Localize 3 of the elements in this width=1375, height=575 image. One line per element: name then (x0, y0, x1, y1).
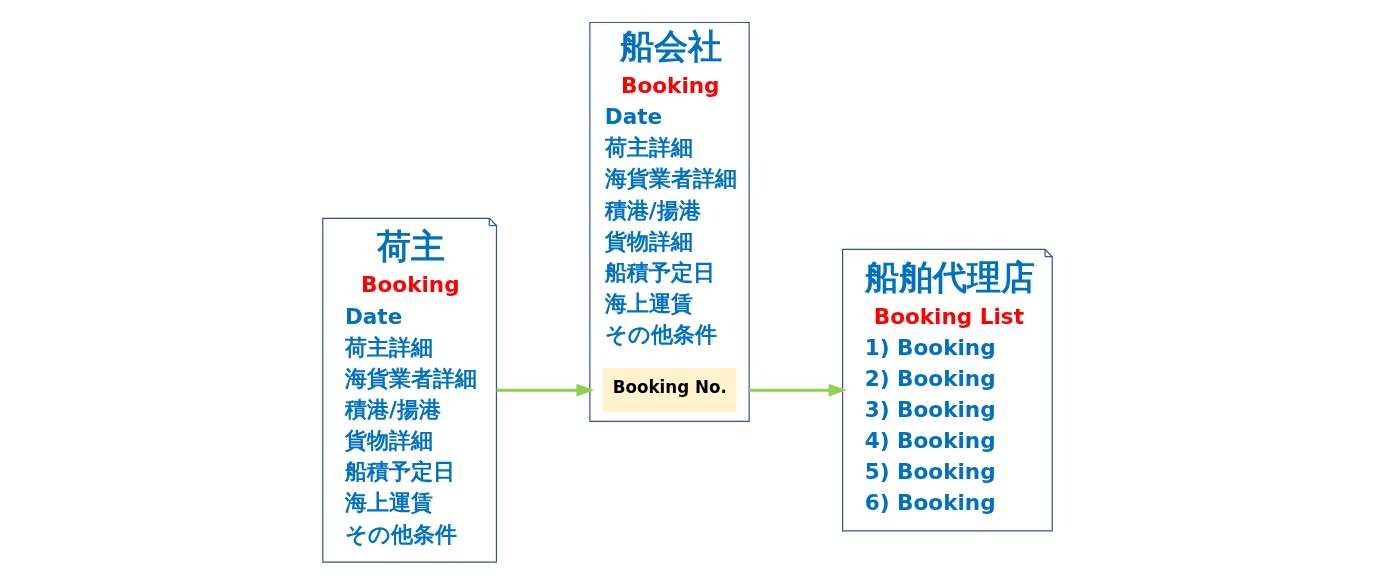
arrow (749, 383, 847, 397)
arrow (496, 383, 595, 397)
node-box: Booking No. (602, 368, 737, 413)
